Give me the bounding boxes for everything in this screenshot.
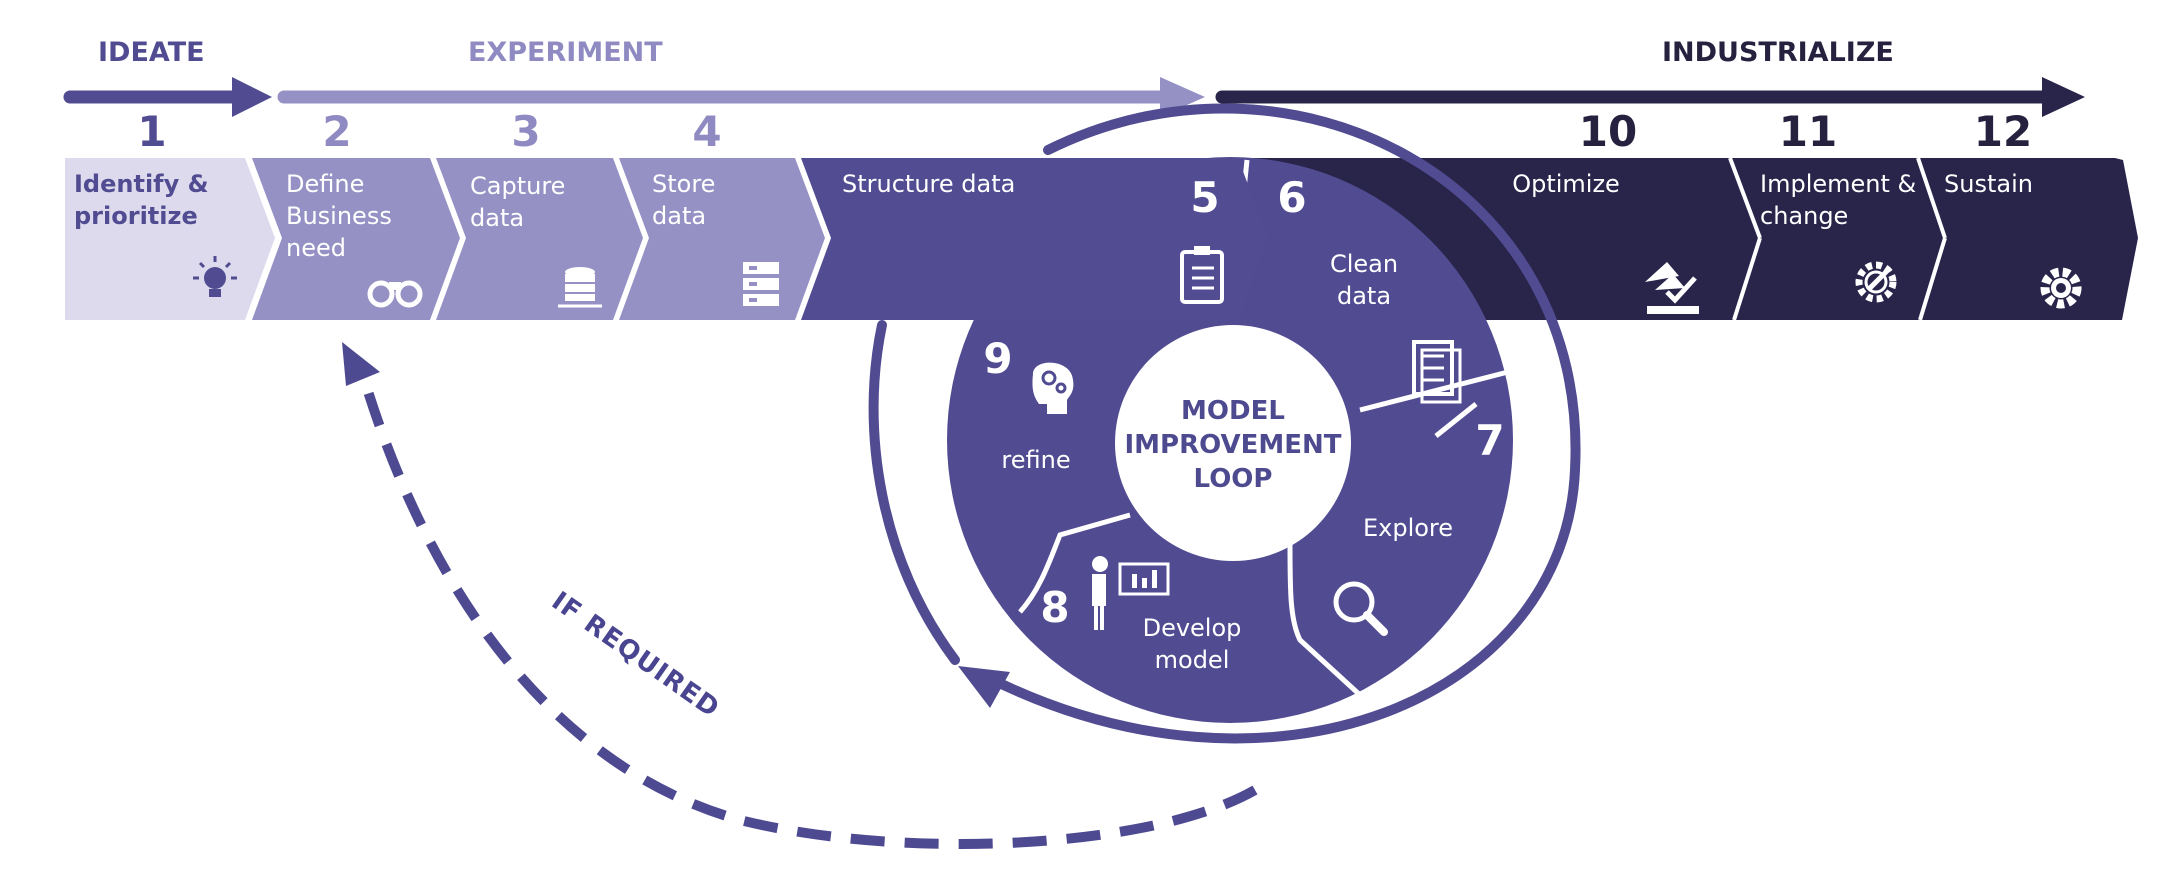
loop-center-circle xyxy=(1115,325,1351,561)
step-6-label-line2: data xyxy=(1337,282,1391,310)
step-2-label-line2: Business xyxy=(286,202,392,230)
phase-label-experiment: EXPERIMENT xyxy=(468,37,663,68)
step-2-chevron xyxy=(252,158,460,320)
step-number-1: 1 xyxy=(137,107,166,156)
if-required-dashed-path xyxy=(357,370,1258,849)
step-4-label-line2: data xyxy=(652,202,706,230)
checklist-icon xyxy=(1412,340,1462,404)
step-numbers: 1 2 3 4 10 11 12 xyxy=(137,107,2032,156)
step-3-label-line1: Capture xyxy=(470,172,565,200)
loop-arrow-head xyxy=(958,666,1010,708)
step-number-10: 10 xyxy=(1579,107,1637,156)
brain-gears-icon xyxy=(1032,362,1074,414)
lightbulb-icon xyxy=(193,256,237,297)
step-8-label-line1: Develop xyxy=(1143,614,1242,642)
step-11-label-line1: Implement & xyxy=(1760,170,1916,198)
presenter-icon xyxy=(1092,556,1170,630)
if-required-arrow-head xyxy=(342,342,380,386)
phase-label-industrialize: INDUSTRIALIZE xyxy=(1662,37,1894,68)
ideate-arrow-head xyxy=(232,77,272,117)
step-number-12: 12 xyxy=(1974,107,2032,156)
step-number-6: 6 xyxy=(1277,173,1306,222)
step-number-3: 3 xyxy=(511,107,540,156)
step-10-label: Optimize xyxy=(1512,170,1620,198)
loop-labels: Clean data 7 Explore 8 Develop model 9 r… xyxy=(983,250,1504,674)
industrialize-arrow-head xyxy=(2042,77,2085,117)
step-11-label-line2: change xyxy=(1760,202,1848,230)
center-label-line2: IMPROVEMENT xyxy=(1124,430,1341,460)
step-6-label-line1: Clean xyxy=(1330,250,1398,278)
step-2-label-line3: need xyxy=(286,234,346,262)
step-4-chevron xyxy=(619,158,825,320)
gear-wrench-icon xyxy=(1855,261,1897,303)
step-3-label-line2: data xyxy=(470,204,524,232)
step-1-label-line1: Identify & xyxy=(74,170,209,198)
gear-icon xyxy=(2040,267,2082,309)
center-label-line3: LOOP xyxy=(1194,464,1273,494)
step-8-label-line2: model xyxy=(1155,646,1230,674)
server-icon xyxy=(743,262,779,306)
step-5-chevron xyxy=(801,158,1268,320)
step-1-label-line2: prioritize xyxy=(74,202,198,230)
step-number-2: 2 xyxy=(322,107,351,156)
step-number-9: 9 xyxy=(983,334,1012,383)
step-12-label: Sustain xyxy=(1944,170,2033,198)
clipboard-icon xyxy=(1180,246,1224,304)
step-number-8: 8 xyxy=(1040,583,1069,632)
if-required-label: IF REQUIRED xyxy=(546,586,725,724)
magnifier-icon xyxy=(1333,581,1388,636)
step-2-label-line1: Define xyxy=(286,170,364,198)
binoculars-icon xyxy=(367,280,423,308)
loop-center: MODEL IMPROVEMENT LOOP xyxy=(1115,325,1351,561)
step-labels: Identify & prioritize Define Business ne… xyxy=(74,170,2033,262)
step-number-4: 4 xyxy=(692,107,721,156)
database-icon xyxy=(558,267,602,308)
step-4-label-line1: Store xyxy=(652,170,715,198)
hand-check-icon xyxy=(1645,262,1699,314)
phase-arrows: IDEATE EXPERIMENT INDUSTRIALIZE xyxy=(63,37,2085,117)
step-7-label: Explore xyxy=(1363,514,1453,542)
center-label-line1: MODEL xyxy=(1181,396,1285,426)
step-9-label: refine xyxy=(1001,446,1070,474)
phase-label-ideate: IDEATE xyxy=(98,37,205,68)
step-number-5: 5 xyxy=(1190,173,1219,222)
loop-arrow-arc xyxy=(980,103,1581,744)
step-number-7: 7 xyxy=(1475,416,1504,465)
step-number-11: 11 xyxy=(1779,107,1837,156)
step-5-label: Structure data xyxy=(842,170,1015,198)
